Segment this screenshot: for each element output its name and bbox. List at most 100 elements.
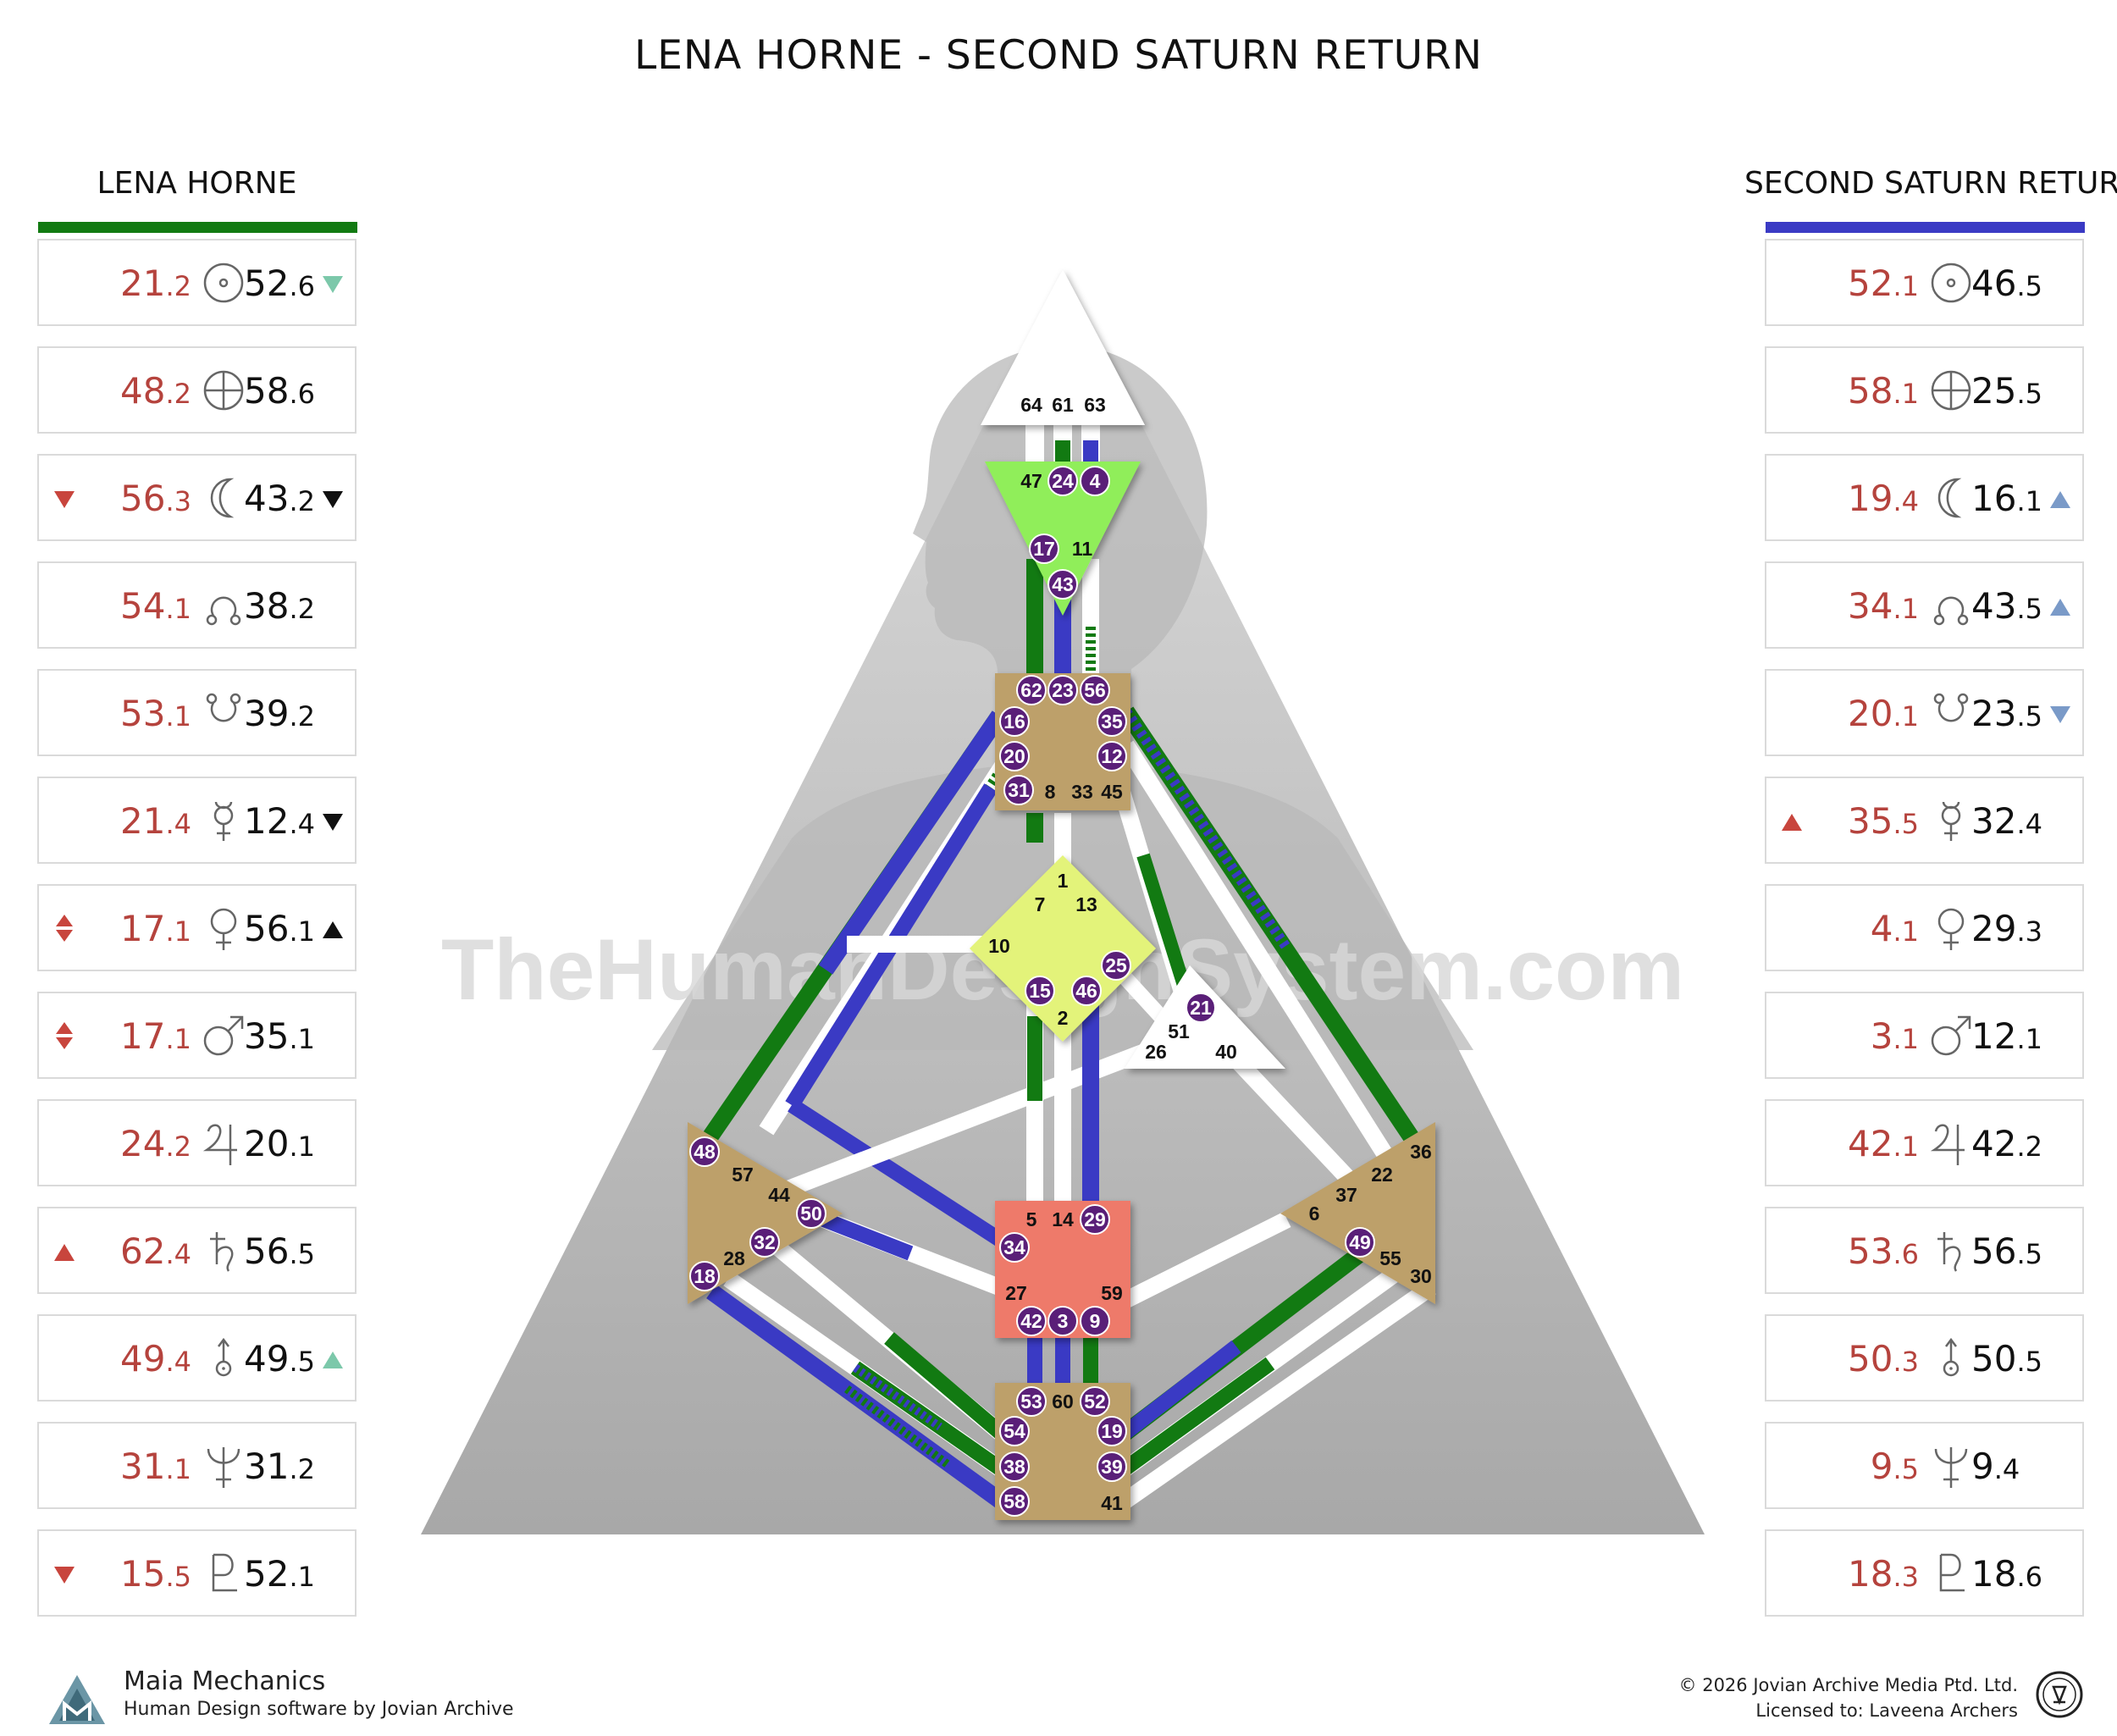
gate-17: 17 <box>1033 538 1055 560</box>
line-number: .4 <box>1993 1453 2020 1485</box>
gate-8: 8 <box>1045 781 1056 803</box>
design-gate-value: 9.5 <box>1816 1446 1919 1487</box>
gate-number: 54 <box>120 585 166 627</box>
gate-number: 29 <box>1971 908 2017 949</box>
line-number: .2 <box>289 593 315 625</box>
line-number: .1 <box>1893 378 1919 410</box>
earth-icon <box>1927 367 1975 414</box>
design-gate-value: 19.4 <box>1816 478 1919 519</box>
design-gate-value: 17.1 <box>88 908 191 949</box>
gate-badge <box>1097 1416 1127 1446</box>
gate-40: 40 <box>1215 1041 1237 1063</box>
gate-26: 26 <box>1145 1041 1167 1063</box>
gate-22: 22 <box>1371 1164 1393 1186</box>
gate-number: 35 <box>1848 800 1893 842</box>
planet-row-mars: 17.1 35.1 <box>37 992 357 1079</box>
design-gate-value: 15.5 <box>88 1553 191 1595</box>
gate-number: 43 <box>1971 585 2017 627</box>
gate-number: 20 <box>1848 693 1893 734</box>
gate-badge <box>999 1486 1030 1517</box>
line-number: .1 <box>1893 915 1919 948</box>
gate-19: 19 <box>1101 1420 1123 1442</box>
line-number: .5 <box>289 1346 315 1378</box>
design-gate-value: 56.3 <box>88 478 191 519</box>
line-number: .2 <box>289 485 315 517</box>
gate-number: 58 <box>1848 370 1893 412</box>
page-title: LENA HORNE - SECOND SATURN RETURN <box>634 32 1483 79</box>
gate-badge <box>1080 1306 1110 1336</box>
channel-59-6 <box>1122 1212 1291 1308</box>
gate-44: 44 <box>768 1184 790 1206</box>
ajna-center <box>985 462 1141 616</box>
gate-61: 61 <box>1052 394 1074 416</box>
triangle-mark-icon <box>319 484 346 511</box>
line-number: .1 <box>289 915 315 948</box>
line-number: .1 <box>165 700 191 733</box>
gate-9: 9 <box>1090 1310 1101 1332</box>
personality-gate-value: 50.5 <box>1971 1338 2042 1379</box>
line-number: .4 <box>165 1346 191 1378</box>
line-number: .2 <box>289 700 315 733</box>
jovian-archive-seal-icon <box>2036 1671 2083 1718</box>
gate-badge <box>1025 976 1055 1006</box>
personality-gate-value: 58.6 <box>244 370 315 412</box>
line-number: .5 <box>1893 808 1919 840</box>
design-gate-value: 24.2 <box>88 1123 191 1164</box>
gate-55: 55 <box>1379 1247 1401 1269</box>
south-node-icon <box>200 689 247 737</box>
gate-number: 52 <box>244 263 290 304</box>
line-number: .3 <box>2016 915 2042 948</box>
gate-badge <box>1080 1204 1110 1235</box>
gate-5: 5 <box>1026 1208 1037 1230</box>
line-number: .5 <box>2016 593 2042 625</box>
gate-3: 3 <box>1058 1310 1069 1332</box>
gate-number: 25 <box>1971 370 2017 412</box>
gate-badge <box>1016 1386 1047 1417</box>
g-center <box>970 855 1156 1042</box>
gate-badge <box>999 1232 1030 1263</box>
gate-13: 13 <box>1075 893 1097 915</box>
gate-50: 50 <box>800 1202 822 1225</box>
personality-gate-value: 42.2 <box>1971 1123 2042 1164</box>
gate-number: 39 <box>244 693 290 734</box>
line-number: .5 <box>289 1238 315 1270</box>
gate-52: 52 <box>1084 1390 1106 1413</box>
gate-62: 62 <box>1020 679 1042 701</box>
gate-39: 39 <box>1101 1456 1123 1478</box>
gate-number: 3 <box>1870 1015 1893 1057</box>
line-number: .4 <box>165 808 191 840</box>
gate-36: 36 <box>1410 1141 1432 1163</box>
personality-gate-value: 35.1 <box>244 1015 315 1057</box>
gate-badge <box>796 1198 826 1229</box>
gate-number: 24 <box>120 1123 166 1164</box>
gate-number: 46 <box>1971 263 2017 304</box>
personality-gate-value: 46.5 <box>1971 263 2042 304</box>
design-gate-value: 17.1 <box>88 1015 191 1057</box>
line-number: .4 <box>2016 808 2042 840</box>
gate-badge <box>1097 706 1127 737</box>
gate-34: 34 <box>1003 1236 1025 1258</box>
venus-icon <box>1927 904 1975 952</box>
gate-29: 29 <box>1084 1208 1106 1230</box>
gate-1: 1 <box>1058 870 1069 892</box>
line-number: .6 <box>289 270 315 302</box>
personality-gate-value: 32.4 <box>1971 800 2042 842</box>
gate-badge <box>749 1227 780 1258</box>
line-number: .1 <box>289 1131 315 1163</box>
line-number: .5 <box>2016 270 2042 302</box>
gate-2: 2 <box>1058 1007 1069 1029</box>
gate-badge <box>1080 1386 1110 1417</box>
line-number: .2 <box>165 270 191 302</box>
design-gate-value: 31.1 <box>88 1446 191 1487</box>
solar-plexus-center <box>1280 1122 1435 1304</box>
personality-gate-value: 52.6 <box>244 263 315 304</box>
gate-27: 27 <box>1005 1282 1027 1304</box>
gate-number: 9 <box>1870 1446 1893 1487</box>
gate-number: 18 <box>1848 1553 1893 1595</box>
